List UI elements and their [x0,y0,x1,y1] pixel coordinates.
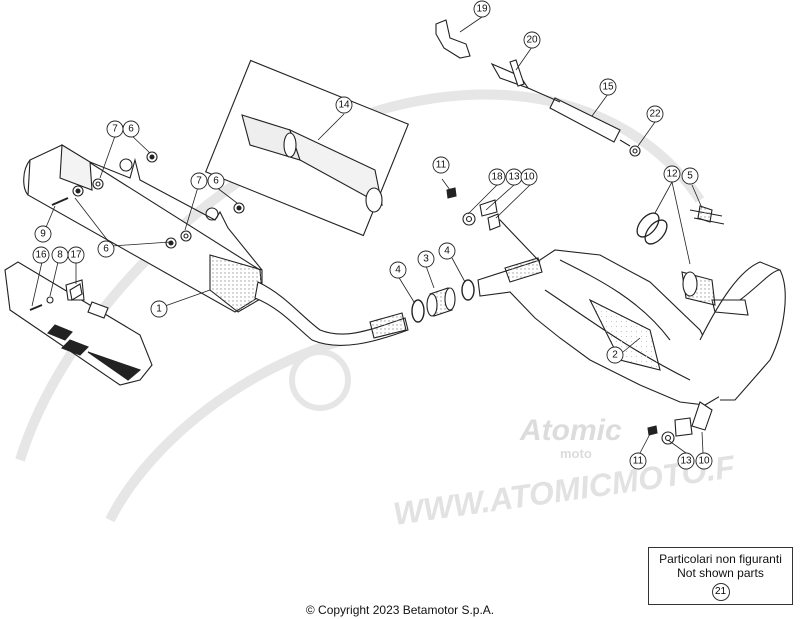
callout-7-mid: 7 [196,176,202,187]
callout-9: 9 [40,229,46,240]
legend-title-it: Particolari non figuranti [659,552,782,566]
callout-6-mid: 6 [213,176,219,187]
callout-13-top: 13 [508,172,520,183]
callout-12: 12 [666,169,678,180]
callout-4-left: 4 [395,265,401,276]
callout-11-top: 11 [436,160,447,171]
legend-part-number: 21 [711,583,730,601]
part-link-pipe [254,281,409,346]
part-tube-parts [435,19,641,157]
part-bracket-bottom [647,401,713,445]
watermark-brand: Atomic [519,414,622,447]
callout-16: 16 [35,250,47,261]
callout-15: 15 [602,82,614,93]
callout-4-right: 4 [444,246,450,257]
callout-19: 19 [476,4,488,15]
callout-13-bottom: 13 [680,456,692,467]
callout-1: 1 [156,304,162,315]
part-bracket-top [446,187,541,263]
callout-10-top: 10 [523,172,535,183]
part-o-ring-left [411,299,425,323]
callout-5: 5 [687,171,693,182]
part-spring-5 [689,205,725,225]
watermark-brand-sub: moto [560,446,592,461]
callout-6-low: 6 [103,244,109,255]
callout-22: 22 [649,109,661,120]
callout-labels: 1 2 3 4 4 5 7 6 7 6 6 8 9 10 10 11 11 12… [35,4,710,467]
leader-lines [31,16,704,454]
legend-title-en: Not shown parts [677,566,764,580]
callout-8: 8 [57,250,63,261]
part-connector [426,287,456,317]
callout-17: 17 [70,250,82,261]
callout-6-top: 6 [128,124,134,135]
part-o-ring-right [461,279,475,301]
callout-2: 2 [612,350,618,361]
callout-14: 14 [338,100,350,111]
callout-3: 3 [423,254,429,265]
callout-11-bottom: 11 [633,456,644,467]
not-shown-parts-box: Particolari non figuranti Not shown part… [648,547,793,605]
part-packing [204,59,410,237]
callouts [32,0,713,470]
callout-10-bottom: 10 [698,456,710,467]
part-fasteners [29,151,245,311]
part-springs [636,212,668,245]
callout-7-top: 7 [112,124,118,135]
part-expansion-chamber [477,249,786,406]
callout-20: 20 [526,35,538,46]
copyright-notice: © Copyright 2023 Betamotor S.p.A. [305,603,495,617]
callout-18: 18 [491,172,503,183]
